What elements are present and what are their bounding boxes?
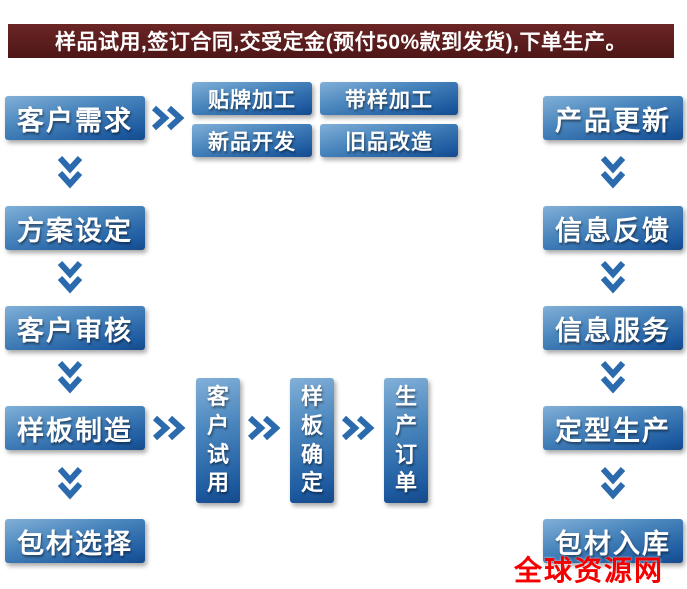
flow-step-finalized-production: 定型生产 [543,406,683,450]
watermark-text: 全球资源网 [514,555,665,586]
flow-step-label: 生产订单 [395,384,418,496]
chevron-right-icon [340,414,378,442]
flow-step-product-update: 产品更新 [543,96,683,140]
flow-step-sample-manufacturing: 样板制造 [5,406,145,450]
option-sample-based-processing: 带样加工 [320,82,458,115]
flow-step-plan-setting: 方案设定 [5,206,145,250]
chevron-right-icon [246,414,284,442]
option-new-product-development: 新品开发 [192,124,312,157]
chevron-right-icon [151,414,189,442]
chevron-down-icon [56,465,84,503]
flow-step-label: 样板确定 [301,384,324,496]
flow-step-info-feedback: 信息反馈 [543,206,683,250]
flow-step-production-order: 生产订单 [384,378,428,503]
flow-step-packaging-selection: 包材选择 [5,519,145,563]
process-note-banner: 样品试用,签订合同,交受定金(预付50%款到发货),下单生产。 [8,24,674,58]
flow-step-customer-trial: 客户试用 [196,378,240,503]
chevron-right-icon [150,104,188,132]
option-oem-processing: 贴牌加工 [192,82,312,115]
flow-step-label: 客户试用 [207,384,230,496]
option-old-product-renovation: 旧品改造 [320,124,458,157]
chevron-down-icon [56,359,84,397]
chevron-down-icon [599,259,627,297]
chevron-down-icon [56,154,84,192]
flow-step-sample-confirmation: 样板确定 [290,378,334,503]
chevron-down-icon [599,359,627,397]
flow-step-info-service: 信息服务 [543,306,683,350]
flow-step-customer-review: 客户审核 [5,306,145,350]
flow-step-packaging-warehousing: 包材入库 [543,519,683,563]
chevron-down-icon [599,154,627,192]
chevron-down-icon [599,465,627,503]
chevron-down-icon [56,259,84,297]
flow-step-customer-needs: 客户需求 [5,96,145,140]
